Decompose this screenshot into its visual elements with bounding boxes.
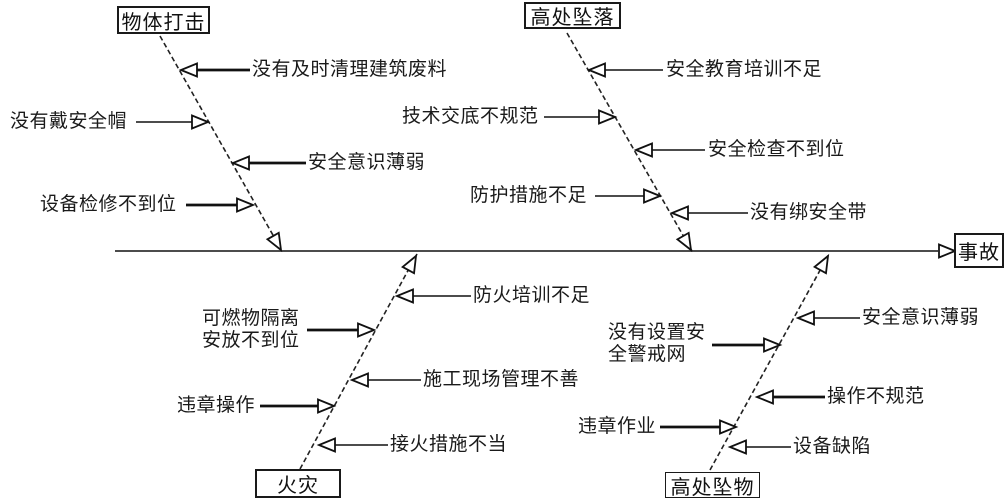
- spine-arrowhead-icon: [938, 243, 958, 259]
- cause-label: 可燃物隔离 安放不到位: [202, 308, 300, 351]
- branch-fire: [260, 253, 471, 470]
- branch-line: [566, 32, 693, 252]
- arrowhead-icon: [795, 310, 815, 326]
- cause-arrow-b1-c1: [178, 62, 250, 78]
- cause-arrow-b4-c2: [712, 337, 783, 353]
- cause-arrow-b1-c3: [230, 155, 306, 171]
- category-box-falling-objects: 高处坠物: [665, 472, 760, 499]
- branch-arrowhead-icon: [401, 253, 418, 275]
- cause-arrow-b2-c5: [669, 205, 748, 221]
- branch-object-strike: [136, 35, 306, 253]
- category-box-fire: 火灾: [255, 469, 341, 498]
- cause-arrow-b2-c4: [595, 188, 663, 204]
- arrowhead-icon: [230, 155, 250, 171]
- arrowhead-icon: [719, 419, 739, 435]
- cause-label: 设备检修不到位: [40, 194, 177, 215]
- cause-arrow-b2-c1: [586, 62, 663, 78]
- cause-label: 没有绑安全带: [750, 202, 868, 223]
- arrowhead-icon: [669, 205, 689, 221]
- cause-arrow-b4-c1: [795, 310, 860, 326]
- arrowhead-icon: [178, 62, 198, 78]
- cause-label: 没有及时清理建筑废料: [252, 59, 448, 80]
- cause-arrow-b3-c4: [260, 398, 337, 414]
- arrowhead-icon: [643, 188, 663, 204]
- cause-arrow-b3-c5: [316, 437, 388, 453]
- arrowhead-icon: [586, 62, 606, 78]
- category-box-object-strike: 物体打击: [117, 6, 210, 34]
- arrowhead-icon: [763, 337, 783, 353]
- arrowhead-icon: [598, 109, 618, 125]
- branch-line: [299, 253, 418, 470]
- cause-label: 防护措施不足: [470, 185, 588, 206]
- cause-arrow-b3-c2: [307, 322, 377, 338]
- cause-label: 技术交底不规范: [402, 106, 539, 127]
- cause-arrow-b2-c3: [633, 142, 705, 158]
- cause-label: 接火措施不当: [390, 434, 508, 455]
- branch-fall-from-height: [544, 32, 748, 253]
- cause-label: 设备缺陷: [793, 436, 872, 457]
- arrowhead-icon: [349, 372, 369, 388]
- cause-label: 操作不规范: [827, 386, 925, 407]
- cause-label: 没有设置安 全警戒网: [608, 322, 706, 365]
- cause-label: 安全教育培训不足: [666, 59, 823, 80]
- effect-box-accident: 事故: [954, 233, 1004, 268]
- branch-line: [159, 35, 283, 252]
- cause-label: 安全意识薄弱: [308, 152, 426, 173]
- cause-label: 没有戴安全帽: [10, 111, 128, 132]
- cause-arrow-b2-c2: [544, 109, 618, 125]
- category-box-fall-from-height: 高处坠落: [524, 2, 621, 29]
- arrowhead-icon: [191, 114, 211, 130]
- cause-label: 施工现场管理不善: [423, 369, 580, 390]
- cause-label: 安全意识薄弱: [862, 307, 980, 328]
- cause-label: 防火培训不足: [473, 285, 591, 306]
- arrowhead-icon: [394, 288, 414, 304]
- cause-arrow-b3-c1: [394, 288, 471, 304]
- cause-arrow-b1-c2: [136, 114, 211, 130]
- cause-arrow-b4-c4: [660, 419, 739, 435]
- cause-arrow-b1-c4: [186, 197, 256, 213]
- branch-falling-objects: [660, 253, 860, 471]
- cause-arrow-b3-c3: [349, 372, 421, 388]
- cause-label: 违章作业: [578, 416, 657, 437]
- cause-arrow-b4-c5: [727, 439, 791, 455]
- arrowhead-icon: [633, 142, 653, 158]
- branch-arrowhead-icon: [812, 253, 830, 275]
- branch-line: [709, 253, 830, 471]
- arrowhead-icon: [316, 437, 336, 453]
- cause-arrow-b4-c3: [754, 389, 825, 405]
- cause-label: 违章操作: [177, 395, 256, 416]
- arrowhead-icon: [317, 398, 337, 414]
- arrowhead-icon: [727, 439, 747, 455]
- arrowhead-icon: [754, 389, 774, 405]
- cause-label: 安全检查不到位: [708, 139, 845, 160]
- branch-arrowhead-icon: [675, 231, 693, 253]
- arrowhead-icon: [236, 197, 256, 213]
- arrowhead-icon: [357, 322, 377, 338]
- branch-arrowhead-icon: [265, 231, 283, 253]
